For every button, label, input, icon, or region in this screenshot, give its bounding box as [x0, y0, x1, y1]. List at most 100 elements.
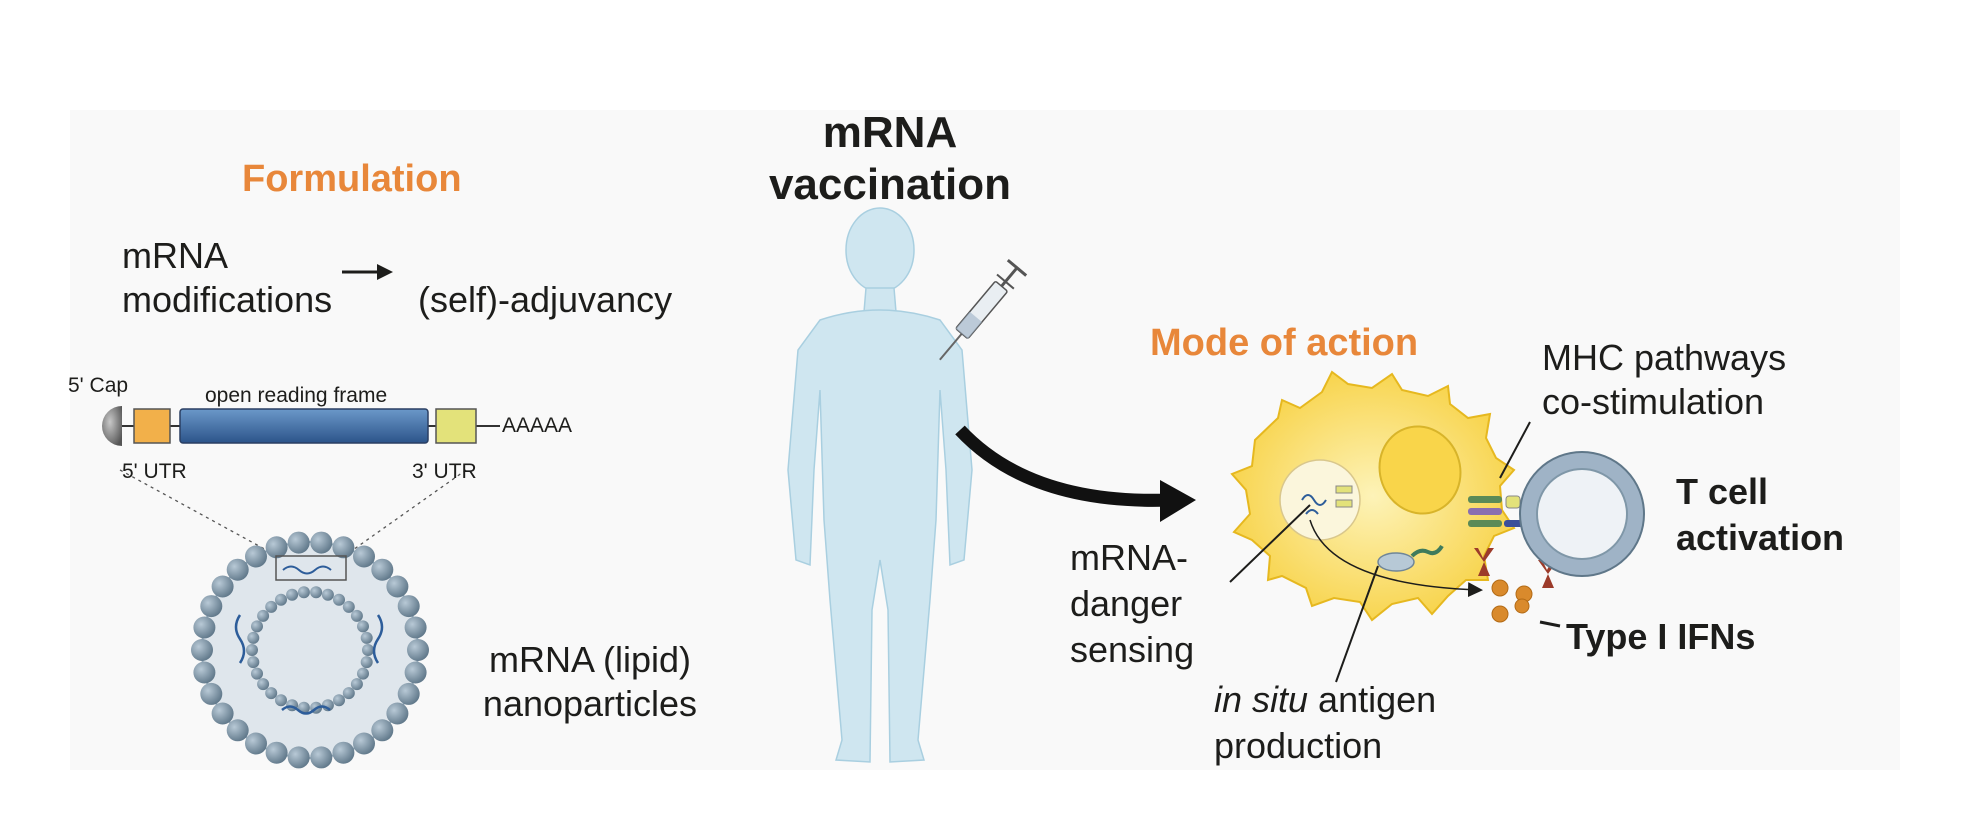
inner-lipid-bead [350, 609, 363, 622]
utr5-block [133, 408, 171, 444]
orf-block [179, 408, 429, 444]
inner-lipid-bead [275, 593, 287, 606]
inner-lipid-bead [333, 593, 345, 606]
utr5-label: 5' UTR [122, 460, 187, 483]
inner-lipid-bead [257, 678, 270, 691]
inner-lipid-bead [247, 656, 260, 669]
curved-arrow [955, 425, 1171, 507]
leader-line-danger [1229, 504, 1311, 583]
cap-icon [102, 406, 122, 446]
lipid-bead [245, 545, 267, 568]
zoom-box [275, 555, 347, 581]
inner-lipid-bead [257, 609, 270, 622]
lipid-bead [397, 595, 420, 618]
cap-label: 5' Cap [68, 374, 129, 397]
lipid-bead [287, 531, 310, 554]
leader-line-insitu [1335, 565, 1379, 683]
ifn-arrow-line [1539, 620, 1561, 628]
lipid-bead [397, 682, 420, 705]
lipid-bead [200, 595, 223, 618]
zoom-line-right [349, 469, 467, 553]
utr3-block [435, 408, 477, 444]
inner-lipid-bead [357, 667, 369, 680]
orf-label: open reading frame [205, 384, 388, 407]
inner-lipid-bead [286, 588, 299, 601]
curved-arrow-head [1160, 480, 1196, 522]
nanoparticles-line2: nanoparticles [482, 683, 698, 724]
lipid-bead [353, 545, 375, 568]
nanoparticles-line1: mRNA (lipid) [488, 639, 692, 680]
dendritic-cell-icon [1230, 370, 1516, 622]
human-body-icon [787, 207, 973, 763]
danger-line1: mRNA- [1070, 537, 1188, 578]
lipid-bead [404, 616, 427, 639]
inner-lipid-bead [265, 600, 278, 613]
lipid-bead [287, 746, 310, 769]
mode-of-action-heading: Mode of action [1150, 322, 1419, 364]
insitu-line1: in situ antigen [1214, 679, 1436, 720]
lipid-bead [211, 702, 234, 725]
lipid-bead [265, 741, 288, 764]
lipid-bead [310, 531, 333, 554]
lipid-bead [310, 746, 333, 769]
lipid-bead [226, 719, 249, 742]
insitu-italic: in situ [1214, 679, 1309, 720]
mhc-receptor-icon [1468, 495, 1534, 527]
mrna-strand [281, 705, 331, 715]
formulation-heading: Formulation [242, 158, 462, 200]
inner-lipid-bead [362, 644, 374, 656]
modifications-line2: modifications [122, 279, 333, 320]
type-i-ifn-icon [1491, 579, 1533, 623]
inner-lipid-bead [357, 620, 369, 633]
utr3-label: 3' UTR [412, 460, 477, 483]
lipid-bead [193, 661, 216, 684]
inner-lipid-bead [297, 586, 310, 599]
inner-lipid-bead [247, 631, 260, 644]
type-i-ifn-label: Type I IFNs [1566, 616, 1756, 657]
inner-lipid-bead [342, 600, 355, 613]
adjuvancy-label: (self)-adjuvancy [418, 279, 673, 320]
inner-lipid-bead [350, 678, 363, 691]
lipid-bead [371, 719, 394, 742]
tcell-line1: T cell [1676, 471, 1769, 512]
title-line2: vaccination [768, 160, 1012, 209]
lipid-bead [265, 536, 288, 559]
modifications-arrow [342, 264, 393, 280]
lipid-bead [353, 732, 375, 755]
mrna-strand [282, 565, 332, 575]
inner-lipid-bead [360, 656, 373, 669]
leader-line-mhc [1499, 421, 1531, 479]
polya-label: AAAAA [502, 414, 573, 437]
lipid-bead [193, 616, 216, 639]
lipid-bead [332, 536, 355, 559]
inner-lipid-bead [251, 667, 263, 680]
lipid-bead [386, 575, 409, 598]
inner-lipid-bead [342, 687, 355, 700]
lipid-bead [226, 558, 249, 581]
danger-line2: danger [1070, 583, 1183, 624]
mhc-line1: MHC pathways [1542, 337, 1787, 378]
inner-lipid-bead [310, 586, 323, 599]
modifications-line1: mRNA [122, 235, 228, 276]
leader-line-ifn [1309, 519, 1483, 598]
inner-lipid-bead [246, 644, 258, 656]
lipid-bead [200, 682, 223, 705]
inner-lipid-bead [275, 694, 287, 707]
lipid-bead [332, 741, 355, 764]
lipid-bead [407, 639, 429, 661]
lipid-nanoparticle-icon [191, 531, 429, 769]
mhc-line2: co-stimulation [1542, 381, 1765, 422]
inner-lipid-bead [265, 687, 278, 700]
mrna-construct [102, 406, 500, 446]
syringe-icon [939, 258, 1028, 361]
tcell-line2: activation [1676, 517, 1845, 558]
lipid-bead [386, 702, 409, 725]
danger-line3: sensing [1070, 629, 1195, 670]
inner-lipid-bead [360, 631, 373, 644]
insitu-line2: production [1214, 725, 1383, 766]
inner-lipid-bead [333, 694, 345, 707]
t-cell-icon [1519, 451, 1645, 577]
lipid-bead [371, 558, 394, 581]
